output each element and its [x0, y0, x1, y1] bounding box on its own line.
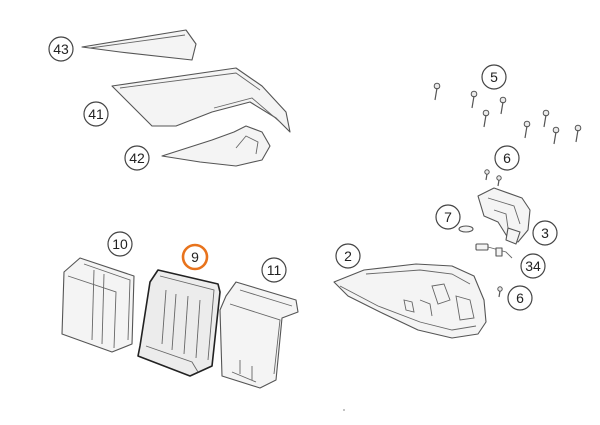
callout-6-lower-label: 6 [516, 290, 524, 306]
part-42-panel[interactable] [161, 125, 271, 167]
callout-42-label: 42 [129, 150, 145, 166]
callout-11-label: 11 [267, 262, 282, 278]
callout-5[interactable]: 5 [481, 64, 507, 90]
part-34-sensor[interactable] [475, 243, 513, 259]
callout-10[interactable]: 10 [107, 231, 133, 257]
callout-34-label: 34 [525, 258, 541, 274]
callout-11[interactable]: 11 [261, 257, 287, 283]
callout-6-upper[interactable]: 6 [494, 145, 520, 171]
callout-2-label: 2 [344, 248, 352, 264]
callout-9-label: 9 [191, 249, 199, 265]
callout-41-label: 41 [88, 106, 104, 122]
callout-6-upper-label: 6 [503, 150, 511, 166]
part-6-screw-lower[interactable] [497, 286, 503, 298]
part-11-filter-frame[interactable] [219, 281, 299, 389]
part-3-bracket[interactable] [477, 187, 531, 245]
highlight-ring [181, 243, 209, 271]
callout-7-label: 7 [444, 209, 452, 225]
callout-2[interactable]: 2 [335, 243, 361, 269]
callout-6-lower[interactable]: 6 [507, 285, 533, 311]
callout-42[interactable]: 42 [124, 145, 150, 171]
part-41-panel[interactable] [111, 67, 291, 133]
callout-5-label: 5 [490, 69, 498, 85]
part-10-air-filter[interactable] [61, 257, 135, 353]
callout-3[interactable]: 3 [532, 220, 558, 246]
part-2-airbox-housing[interactable] [333, 263, 487, 339]
part-43-panel[interactable] [81, 29, 197, 61]
callout-7[interactable]: 7 [435, 204, 461, 230]
part-7-seal[interactable] [458, 225, 474, 233]
part-5-screws[interactable] [433, 82, 582, 145]
part-9-filter-cage[interactable] [137, 269, 221, 377]
stray-mark [343, 409, 345, 411]
callout-34[interactable]: 34 [520, 253, 546, 279]
callout-41[interactable]: 41 [83, 101, 109, 127]
part-6-screws-upper[interactable] [484, 169, 502, 187]
callout-3-label: 3 [541, 225, 549, 241]
callout-10-label: 10 [112, 236, 128, 252]
callout-43-label: 43 [53, 41, 69, 57]
callout-43[interactable]: 43 [48, 36, 74, 62]
callout-9-highlighted[interactable]: 9 [181, 243, 209, 271]
